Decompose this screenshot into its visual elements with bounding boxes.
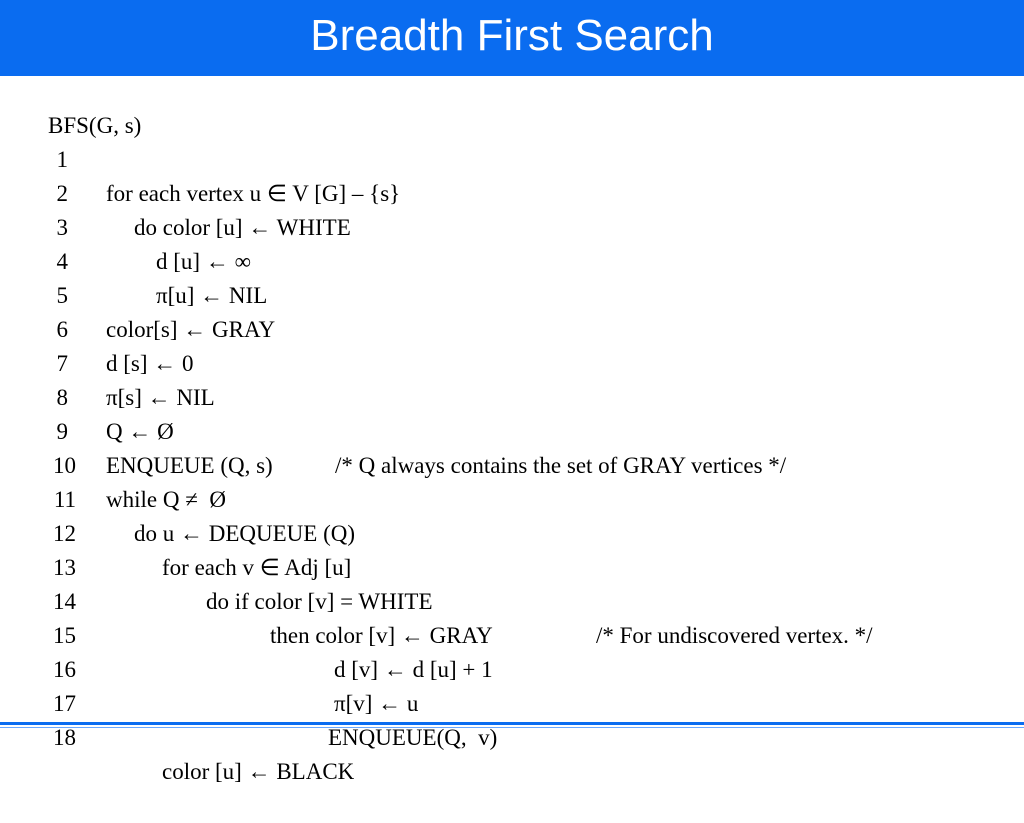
bottom-divider [0,722,1024,725]
line-number: 5 [56,283,69,308]
line-number: 16 [53,657,76,682]
line-number: 9 [56,419,69,444]
code-line-2: 2 do color [u] ← WHITE [0,143,351,240]
code-text: color[s] ← GRAY [106,317,276,342]
line-number: 12 [53,521,76,546]
slide-title: Breadth First Search [310,11,714,60]
code-line-1: 1 for each vertex u ∈ V [G] – {s} [0,109,401,206]
code-text: ENQUEUE(Q, v) [328,725,498,750]
code-line-18: 18 color [u] ← BLACK [0,687,354,784]
code-line-3: 3 d [u] ← ∞ [0,177,251,274]
code-text: then color [v] ← GRAY [270,623,493,648]
code-line-15: 15 d [v] ← d [u] + 1 [0,585,493,682]
code-line-8: 8 Q ← Ø /* Q always contains the set of … [0,347,787,478]
code-line-9: 9 ENQUEUE (Q, s) [0,381,273,478]
pseudocode-block: BFS(G, s) 1 for each vertex u ∈ V [G] – … [0,75,873,784]
line-number: 17 [53,691,76,716]
code-line-12: 12 for each v ∈ Adj [u] [0,483,351,580]
code-line-11: 11 do u ← DEQUEUE (Q) [0,449,355,546]
code-text: π[u] ← NIL [156,283,268,308]
code-text: ENQUEUE (Q, s) [106,453,273,478]
code-text: color [u] ← BLACK [162,759,355,784]
code-line-17: 17 ENQUEUE(Q, v) [0,653,497,750]
code-header-line: BFS(G, s) [0,75,141,138]
line-number: 11 [53,487,76,512]
line-number: 1 [56,147,69,172]
code-text: do if color [v] = WHITE [206,589,433,614]
code-comment: /* Q always contains the set of GRAY ver… [335,453,787,478]
code-text: d [v] ← d [u] + 1 [334,657,493,682]
line-number: 13 [53,555,76,580]
code-line-16: 16 π[v] ← u [0,619,418,716]
title-bar: Breadth First Search [0,0,1024,76]
code-text: for each vertex u ∈ V [G] – {s} [106,181,401,206]
line-number: 6 [56,317,69,342]
code-line-5: 5 color[s] ← GRAY [0,245,276,342]
bottom-divider-accent [0,727,1024,728]
code-text: while Q ≠ Ø [106,487,226,512]
code-line-13: 13 do if color [v] = WHITE /* For undisc… [0,517,873,648]
code-line-10: 10 while Q ≠ Ø [0,415,226,512]
code-text: d [u] ← ∞ [156,249,251,274]
line-number: 18 [53,725,76,750]
function-signature: BFS(G, s) [48,113,142,138]
code-text: d [s] ← 0 [106,351,194,376]
line-number: 10 [53,453,76,478]
code-text: do color [u] ← WHITE [134,215,351,240]
line-number: 2 [56,181,69,206]
code-line-6: 6 d [s] ← 0 [0,279,194,376]
code-comment: /* For undiscovered vertex. */ [596,623,873,648]
code-line-7: 7 π[s] ← NIL [0,313,215,410]
code-line-14: 14 then color [v] ← GRAY [0,551,493,648]
line-number: 4 [56,249,69,274]
line-number: 3 [56,215,69,240]
code-text: π[s] ← NIL [106,385,215,410]
code-text: Q ← Ø [106,419,174,444]
line-number: 8 [56,385,69,410]
line-number: 7 [56,351,69,376]
line-number: 15 [53,623,76,648]
code-text: for each v ∈ Adj [u] [162,555,352,580]
code-text: do u ← DEQUEUE (Q) [134,521,356,546]
line-number: 14 [53,589,76,614]
code-text: π[v] ← u [334,691,419,716]
code-line-4: 4 π[u] ← NIL [0,211,268,308]
